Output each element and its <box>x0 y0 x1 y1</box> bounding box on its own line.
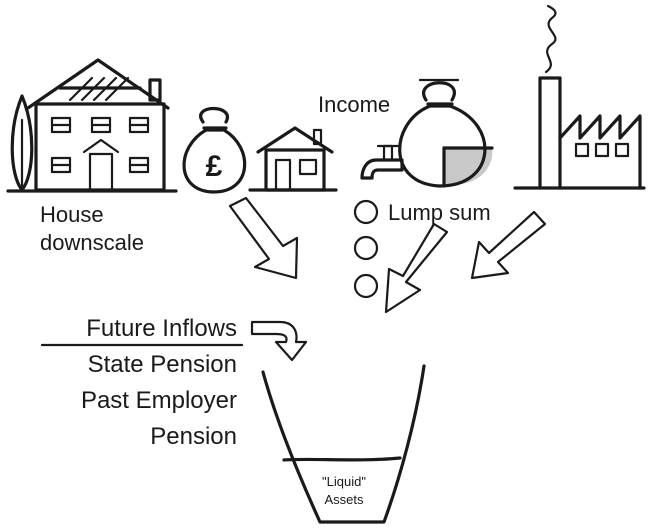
house-downscale-label: House <box>40 202 104 227</box>
income-label: Income <box>318 92 390 117</box>
liquid-assets-label-line2: Assets <box>324 492 364 507</box>
past-employer-label: Past Employer <box>81 387 237 414</box>
lump-sum-label: Lump sum <box>388 200 491 225</box>
arrow-icon <box>470 210 547 280</box>
pound-money-bag-icon: £ <box>182 106 247 194</box>
small-house-icon <box>248 126 338 192</box>
arrow-icon <box>228 196 299 280</box>
coin-icon <box>353 273 379 299</box>
coin-icon <box>353 199 379 225</box>
arrow-icon <box>384 222 449 314</box>
coin-icon <box>353 235 379 261</box>
money-bag-with-tap-icon <box>360 78 494 188</box>
future-inflows-label: Future Inflows <box>86 315 237 342</box>
tree-icon <box>10 94 34 192</box>
pound-sign-icon: £ <box>206 150 223 183</box>
bucket-icon <box>261 364 426 524</box>
liquid-assets-label: "Liquid" <box>322 474 366 489</box>
factory-icon <box>513 4 646 190</box>
state-pension-label: State Pension <box>88 351 237 378</box>
arrow-icon <box>250 320 308 362</box>
house-downscale-label-line2: downscale <box>40 230 144 255</box>
house-icon <box>6 58 178 193</box>
past-employer-label-line2: Pension <box>150 423 237 450</box>
